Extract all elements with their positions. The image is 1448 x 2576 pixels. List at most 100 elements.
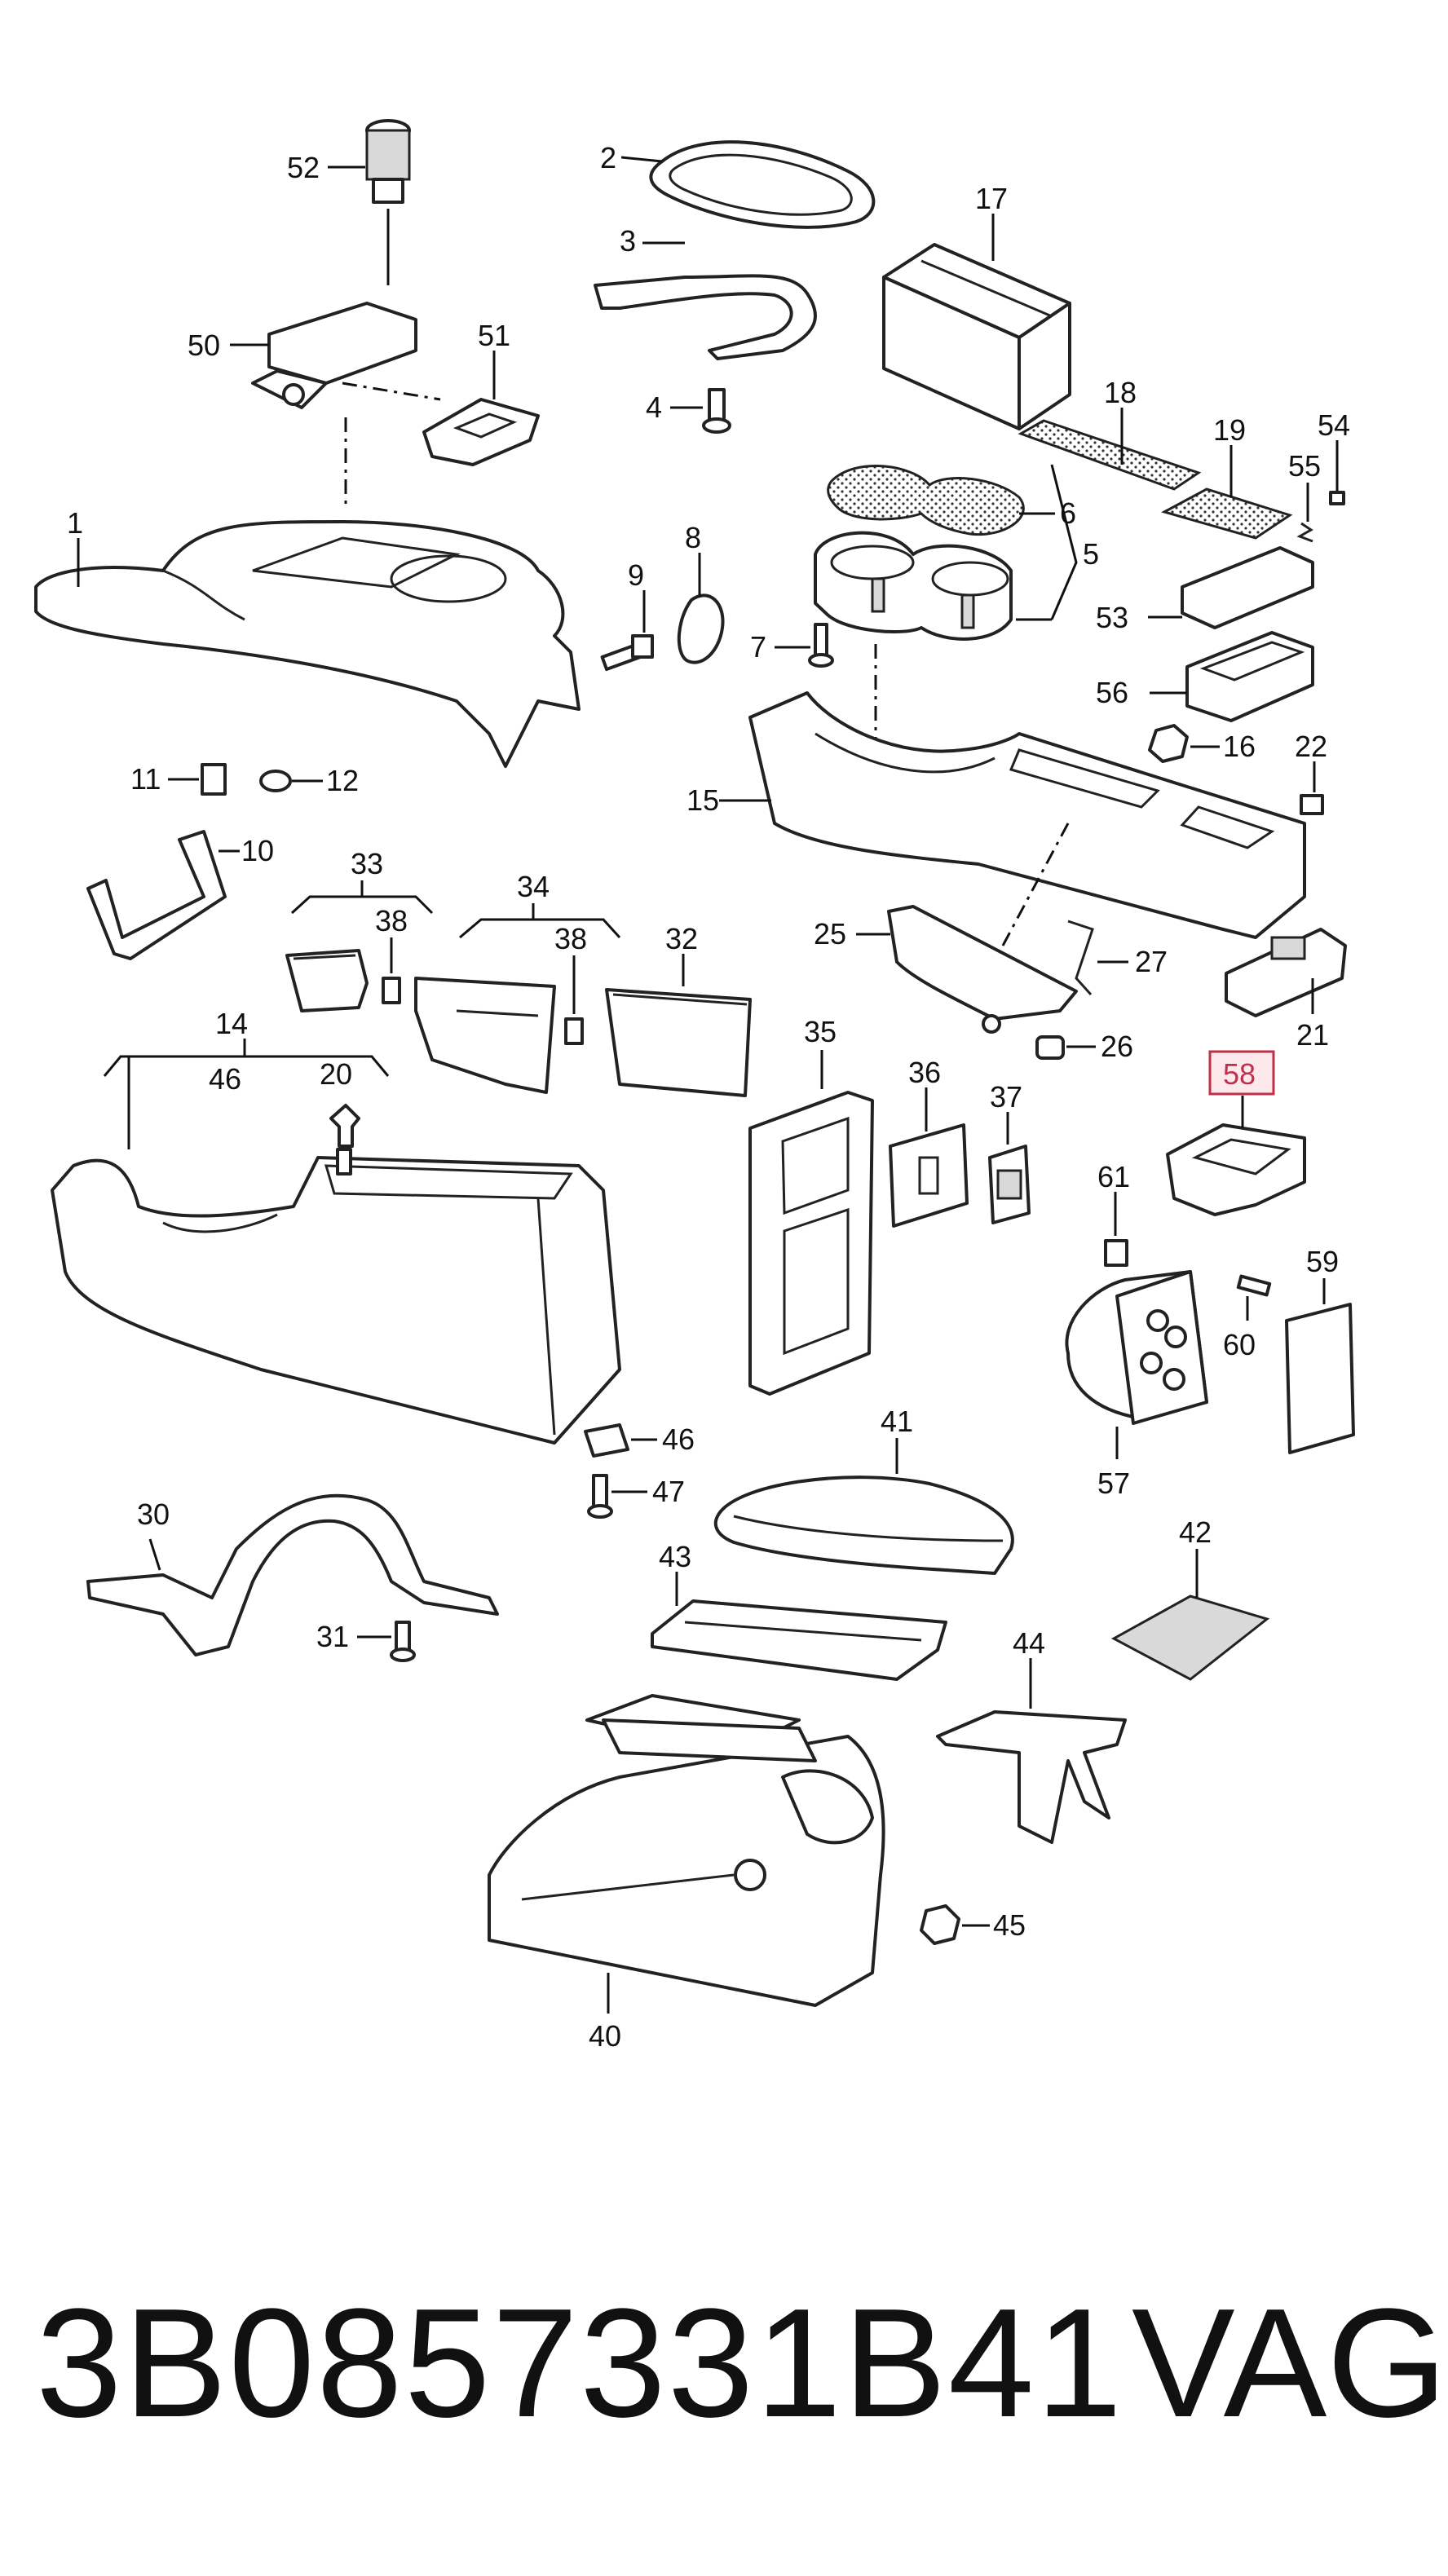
part-47-screw bbox=[587, 1474, 647, 1519]
callout-25: 25 bbox=[814, 917, 846, 951]
callout-52: 52 bbox=[287, 151, 320, 184]
part-36-plate bbox=[889, 1087, 969, 1228]
part-12-nut bbox=[259, 770, 323, 792]
part-41-armrest bbox=[713, 1438, 1014, 1575]
part-17-box bbox=[882, 214, 1071, 430]
callout-41: 41 bbox=[881, 1405, 913, 1438]
part-1-console-cover bbox=[34, 520, 581, 768]
part-25-cover bbox=[856, 905, 1078, 1034]
callout-38a: 38 bbox=[375, 904, 408, 937]
part-34-bin bbox=[414, 903, 621, 1094]
callout-2: 2 bbox=[600, 141, 616, 174]
part-5-cupholder bbox=[814, 464, 1078, 641]
callout-38b: 38 bbox=[554, 922, 587, 955]
part-9-screw bbox=[600, 590, 654, 672]
part-8-ring bbox=[677, 553, 725, 664]
callout-60: 60 bbox=[1223, 1328, 1256, 1361]
callout-11: 11 bbox=[130, 762, 161, 796]
callout-7: 7 bbox=[750, 630, 766, 664]
part-30-bracket bbox=[86, 1493, 499, 1656]
callout-26: 26 bbox=[1101, 1030, 1133, 1063]
callout-4: 4 bbox=[646, 390, 662, 424]
part-4-screw bbox=[670, 388, 731, 434]
callout-3: 3 bbox=[620, 224, 636, 258]
part-15-console bbox=[719, 691, 1306, 939]
part-31-screw bbox=[357, 1621, 416, 1662]
callout-43: 43 bbox=[659, 1540, 691, 1573]
part-32-bin bbox=[605, 954, 752, 1097]
callout-31: 31 bbox=[316, 1620, 349, 1653]
callout-10: 10 bbox=[241, 834, 274, 867]
part-number-label: 3B0857331B41 bbox=[36, 2277, 1124, 2450]
part-51-tray bbox=[422, 351, 540, 466]
part-33-bin bbox=[285, 880, 434, 1012]
part-46-clip bbox=[584, 1423, 657, 1458]
part-50-switch-housing bbox=[230, 302, 441, 409]
callout-35: 35 bbox=[804, 1015, 837, 1048]
callout-40: 40 bbox=[589, 2019, 621, 2053]
part-37-plate bbox=[988, 1112, 1031, 1224]
part-22-cap bbox=[1300, 761, 1324, 815]
callout-36: 36 bbox=[908, 1056, 941, 1089]
callout-47: 47 bbox=[652, 1475, 685, 1508]
part-59-pad bbox=[1285, 1278, 1355, 1454]
part-21-switch bbox=[1225, 928, 1347, 1017]
callout-46a: 46 bbox=[209, 1062, 241, 1096]
callout-51: 51 bbox=[478, 319, 510, 352]
part-3-bracket bbox=[594, 241, 817, 360]
callout-56: 56 bbox=[1096, 676, 1128, 709]
part-26-plug bbox=[1035, 1035, 1096, 1060]
callout-34: 34 bbox=[517, 870, 550, 903]
part-40-mechanism bbox=[488, 1694, 885, 2014]
part-55-spring bbox=[1296, 483, 1313, 543]
part-35-panel bbox=[748, 1050, 874, 1396]
part-43-frame bbox=[651, 1572, 947, 1681]
part-11-clip bbox=[168, 763, 227, 796]
callout-17: 17 bbox=[975, 182, 1008, 215]
callout-30: 30 bbox=[137, 1498, 170, 1531]
part-53-lid bbox=[1148, 546, 1314, 629]
callout-9: 9 bbox=[628, 558, 644, 592]
brand-label: VAG bbox=[1132, 2277, 1448, 2450]
callout-19: 19 bbox=[1213, 413, 1246, 447]
part-7-screw bbox=[775, 623, 834, 668]
part-45-nut bbox=[920, 1904, 990, 1945]
callout-42: 42 bbox=[1179, 1515, 1212, 1549]
part-6-mat bbox=[827, 465, 1055, 536]
callout-45: 45 bbox=[993, 1908, 1026, 1942]
part-19-mat bbox=[1161, 445, 1293, 540]
part-54-pin bbox=[1329, 440, 1345, 505]
callout-58-highlight bbox=[1208, 1050, 1275, 1096]
part-20-plug bbox=[329, 1104, 360, 1148]
callout-21: 21 bbox=[1296, 1018, 1329, 1052]
part-16-nut bbox=[1148, 724, 1220, 763]
callout-22: 22 bbox=[1295, 730, 1327, 763]
callout-33: 33 bbox=[351, 847, 383, 880]
callout-32: 32 bbox=[665, 922, 698, 955]
callout-18: 18 bbox=[1104, 376, 1137, 409]
part-60-screw bbox=[1236, 1274, 1272, 1321]
callout-53: 53 bbox=[1096, 601, 1128, 634]
callout-58: 58 bbox=[1223, 1057, 1256, 1091]
callout-1: 1 bbox=[67, 506, 83, 540]
callout-46b: 46 bbox=[662, 1423, 695, 1456]
part-27-wire bbox=[1067, 920, 1128, 996]
callout-6: 6 bbox=[1060, 496, 1076, 530]
callout-61: 61 bbox=[1097, 1160, 1130, 1193]
callout-50: 50 bbox=[188, 329, 220, 362]
part-57-holder bbox=[1065, 1270, 1208, 1459]
part-10-bracket bbox=[86, 830, 240, 960]
part-56-tray bbox=[1150, 631, 1314, 722]
callout-20: 20 bbox=[320, 1057, 352, 1091]
callout-55: 55 bbox=[1288, 449, 1321, 483]
part-38b-clip bbox=[564, 955, 584, 1045]
callout-54: 54 bbox=[1318, 408, 1350, 442]
part-52-lighter bbox=[328, 119, 411, 285]
callout-44: 44 bbox=[1013, 1626, 1045, 1660]
callout-37: 37 bbox=[990, 1080, 1022, 1114]
callout-57: 57 bbox=[1097, 1467, 1130, 1500]
callout-12: 12 bbox=[326, 764, 359, 797]
part-2-seal bbox=[620, 140, 876, 229]
part-44-bracket bbox=[936, 1658, 1127, 1844]
